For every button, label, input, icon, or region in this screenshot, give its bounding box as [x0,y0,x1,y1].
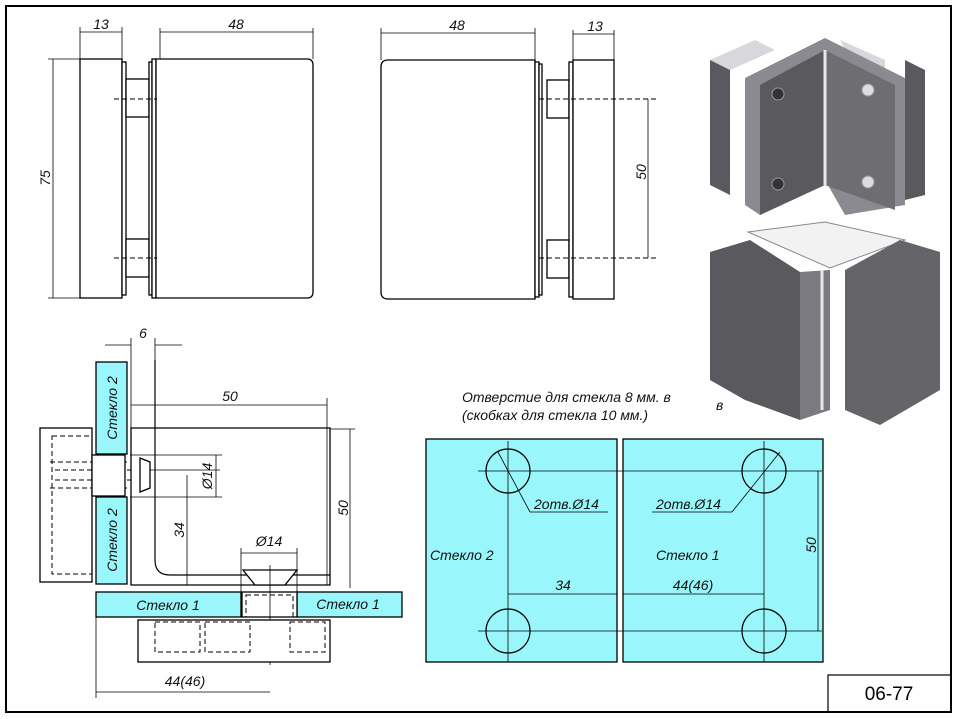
dim-bottom-44: 44(46) [165,673,205,689]
glass-2-top [95,361,128,455]
glass-2-bottom [95,496,128,585]
iso-render: в [710,38,940,425]
dim-depth-left: 13 [93,16,109,32]
label-glass-2-top: Стекло 2 [104,376,120,440]
dim-length-50: 50 [222,388,238,404]
dim-hole-44: 44(46) [673,577,713,593]
drawing-code: 06-77 [865,684,914,705]
dim-width-right: 48 [449,17,465,33]
top-section-view: Стекло 2 Стекло 2 Стекло 1 Стекло 1 6 50 [39,325,403,698]
drawing-frame [5,5,952,713]
front-view-right: 48 13 50 [380,17,656,300]
dim-offset-6: 6 [139,325,147,341]
glass-1-left [95,591,242,618]
dim-depth-right: 13 [587,18,603,34]
dim-34: 34 [171,522,187,538]
glass-1-right [296,591,403,618]
dim-hole-34: 34 [555,577,571,593]
dim-height-50: 50 [335,500,351,516]
hole-layout: Отверстие для стекла 8 мм. в (скобках дл… [425,389,824,663]
dim-hole-spacing-50: 50 [633,164,649,180]
dim-height-75: 75 [37,170,53,186]
holes-label-left: 2отв.Ø14 [533,496,599,512]
holes-label-right: 2отв.Ø14 [655,496,721,512]
label-glass-2: Стекло 2 [430,547,494,563]
note-line-1: Отверстие для стекла 8 мм. в [462,389,671,405]
title-block [827,674,952,713]
front-view-left: 13 48 75 [37,16,314,299]
label-glass-2-bottom: Стекло 2 [104,508,120,572]
glass-1-panel [622,438,824,663]
dim-hole-left: Ø14 [199,463,215,491]
dim-width-left: 48 [228,16,244,32]
svg-text:в: в [716,397,723,413]
dim-hole-50: 50 [803,537,819,553]
label-glass-1-right: Стекло 1 [316,596,380,612]
note-line-2: (скобках для стекла 10 мм.) [462,407,648,423]
label-glass-1: Стекло 1 [656,547,720,563]
dim-hole-bottom: Ø14 [255,533,283,549]
glass-2-panel [425,438,618,663]
label-glass-1-left: Стекло 1 [136,597,200,613]
